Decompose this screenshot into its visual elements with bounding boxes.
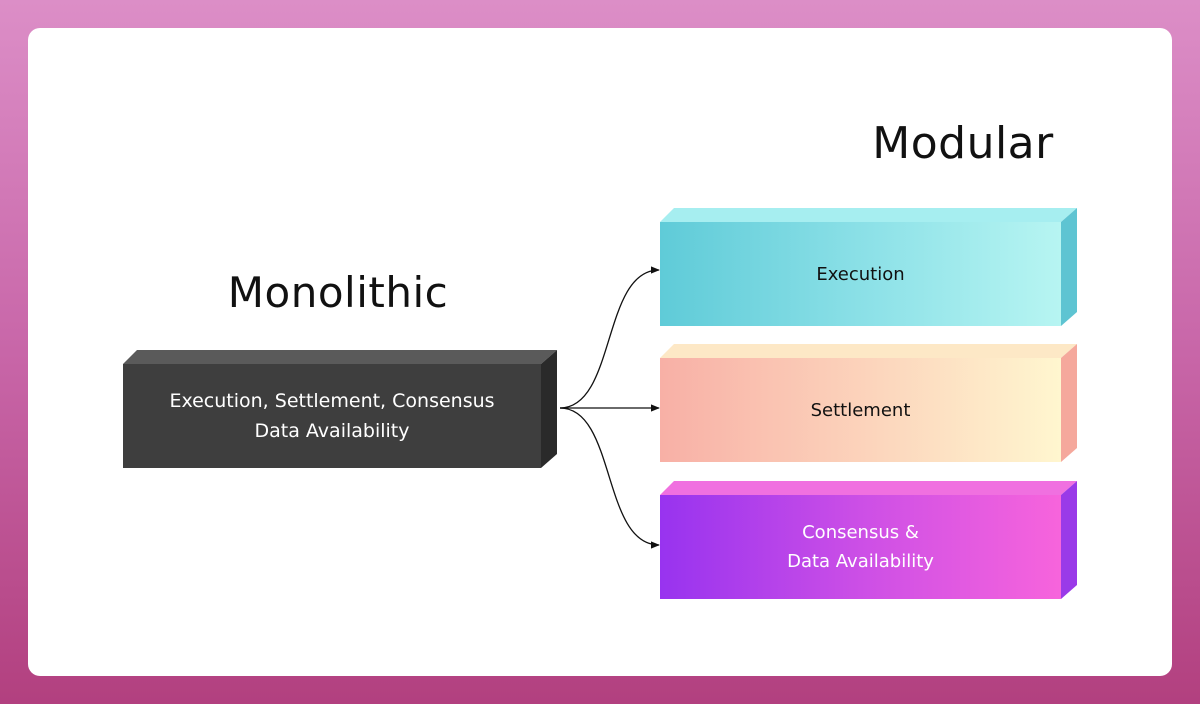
monolithic-block: Execution, Settlement, Consensus Data Av…: [123, 350, 557, 468]
modular-heading: Modular: [872, 118, 1054, 169]
execution-block-side: [1061, 208, 1077, 326]
settlement-block-face: Settlement: [660, 358, 1061, 462]
monolithic-block-face: Execution, Settlement, Consensus Data Av…: [123, 364, 541, 468]
monolithic-block-line-2: Data Availability: [254, 420, 410, 442]
consensus-label-line-1: Consensus &: [802, 522, 919, 543]
execution-block-top: [660, 208, 1077, 222]
consensus-label-line-2: Data Availability: [787, 551, 934, 572]
consensus-block-face: Consensus & Data Availability: [660, 495, 1061, 599]
consensus-block-top: [660, 481, 1077, 495]
diagram-card: Modular Monolithic Execution, Settlement…: [28, 28, 1172, 676]
connector-arrows: [559, 266, 660, 549]
settlement-block-top: [660, 344, 1077, 358]
arrow-to-execution: [559, 266, 660, 409]
monolithic-block-line-1: Execution, Settlement, Consensus: [169, 390, 495, 412]
monolithic-heading: Monolithic: [227, 268, 449, 317]
execution-block: Execution: [660, 208, 1077, 326]
arrow-to-consensus: [559, 407, 660, 549]
settlement-block-side: [1061, 344, 1077, 462]
settlement-block: Settlement: [660, 344, 1077, 462]
execution-label: Execution: [816, 263, 905, 285]
consensus-block: Consensus & Data Availability: [660, 481, 1077, 599]
monolithic-block-side: [541, 350, 557, 468]
settlement-label: Settlement: [810, 399, 911, 421]
execution-block-face: Execution: [660, 222, 1061, 326]
monolithic-block-top: [123, 350, 557, 364]
consensus-block-side: [1061, 481, 1077, 599]
